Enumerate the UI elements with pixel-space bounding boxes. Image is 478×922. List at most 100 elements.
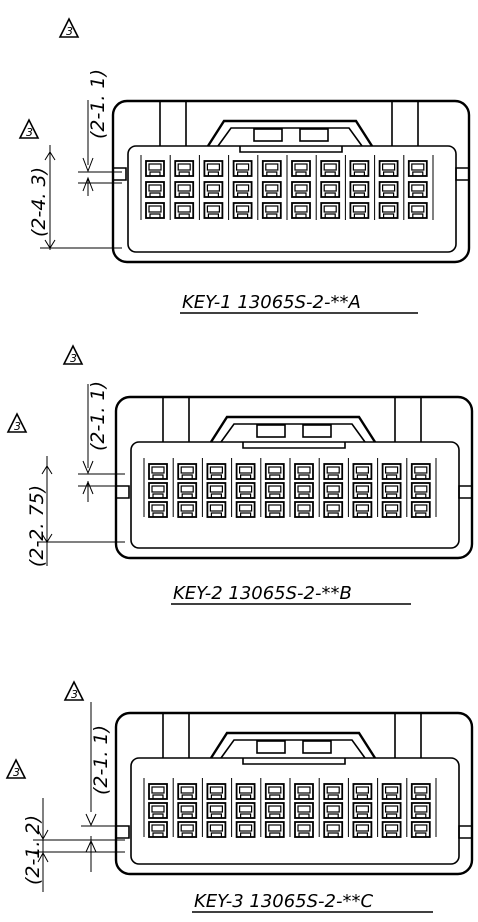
terminal-cavity — [264, 783, 285, 800]
terminal-cavity — [381, 482, 402, 499]
terminal-cavity — [294, 802, 314, 819]
terminal-cavity — [381, 821, 402, 838]
terminal-cavity — [148, 463, 168, 480]
terminal-cavity — [294, 783, 314, 800]
terminal-cavity — [294, 482, 314, 499]
latch-inner — [220, 423, 366, 443]
terminal-cavity — [264, 482, 285, 499]
housing-outline — [114, 711, 474, 876]
housing-inner — [127, 145, 457, 253]
terminal-cavity — [294, 821, 314, 838]
terminal-cavity — [410, 463, 431, 480]
terminal-cavity — [235, 783, 256, 800]
dimension-lower-text: (2-2. 75) — [26, 485, 48, 567]
terminal-cavity — [206, 501, 227, 518]
terminal-cavity — [291, 160, 311, 177]
terminal-cavity — [206, 783, 227, 800]
latch-window-right — [302, 424, 332, 438]
terminal-cavity — [203, 202, 224, 219]
left-notch — [113, 167, 127, 181]
left-rib — [159, 101, 187, 146]
key-label: KEY-1 13065S-2-**A — [182, 292, 361, 313]
connector-view-key-1: 3 3 (2-1. 1) (2-4. 3) KEY-1 13065S-2-**A — [18, 17, 471, 314]
terminal-cavity — [235, 802, 256, 819]
terminal-cavity — [148, 802, 168, 819]
terminal-cavity — [320, 160, 341, 177]
terminal-cavity — [261, 202, 282, 219]
terminal-cavity — [232, 202, 253, 219]
dimension-lower-text: (2-1. 2) — [22, 815, 44, 885]
terminal-cavity — [235, 821, 256, 838]
terminal-cavity — [323, 463, 344, 480]
terminal-cavity — [177, 802, 198, 819]
connector-view-key-2: 3 3 (2-1. 1) (2-2. 75) KEY-2 13065S-2-**… — [6, 344, 474, 605]
terminal-cavity — [378, 160, 399, 177]
terminal-cavity — [378, 181, 399, 198]
terminal-cavity — [410, 802, 431, 819]
latch-inner — [217, 127, 363, 147]
latch-outer — [209, 415, 377, 443]
dimension-upper-lines — [78, 384, 125, 502]
latch-base — [239, 146, 343, 153]
terminal-cavity-grid — [140, 155, 434, 220]
terminal-cavity — [352, 501, 373, 518]
terminal-cavity — [174, 160, 195, 177]
right-rib — [394, 713, 422, 758]
right-notch — [458, 485, 472, 499]
terminal-cavity — [174, 202, 195, 219]
terminal-cavity — [145, 160, 165, 177]
terminal-cavity — [264, 821, 285, 838]
terminal-cavity — [410, 821, 431, 838]
revision-triangle-lower: 3 — [6, 412, 28, 433]
revision-number: 3 — [13, 766, 20, 779]
terminal-cavity — [352, 463, 373, 480]
terminal-cavity — [381, 463, 402, 480]
terminal-cavity — [206, 482, 227, 499]
terminal-cavity — [349, 181, 370, 198]
terminal-cavity — [352, 783, 373, 800]
terminal-cavity — [349, 160, 370, 177]
connector-view-key-3: 3 3 (2-1. 1) (2-1. 2) KEY-3 13065S-2-**C — [5, 680, 474, 913]
terminal-cavity — [148, 783, 168, 800]
terminal-cavity — [410, 783, 431, 800]
latch-outer — [209, 731, 377, 759]
terminal-cavity — [264, 802, 285, 819]
terminal-cavity — [232, 160, 253, 177]
terminal-cavity-grid — [143, 778, 437, 838]
terminal-cavity — [264, 463, 285, 480]
terminal-cavity — [177, 821, 198, 838]
latch-window-right — [299, 128, 329, 142]
terminal-cavity — [323, 821, 344, 838]
terminal-cavity — [174, 181, 195, 198]
right-notch — [455, 167, 469, 181]
revision-number: 3 — [26, 126, 33, 139]
key-label: KEY-3 13065S-2-**C — [194, 891, 373, 912]
revision-triangle-lower: 3 — [5, 758, 27, 779]
terminal-cavity — [320, 202, 341, 219]
terminal-cavity — [294, 463, 314, 480]
dimension-upper-text: (2-1. 1) — [87, 381, 109, 451]
right-rib — [391, 101, 419, 146]
dimension-upper-lines — [78, 100, 122, 196]
terminal-cavity — [206, 821, 227, 838]
terminal-cavity — [352, 482, 373, 499]
terminal-cavity — [407, 181, 428, 198]
terminal-cavity — [378, 202, 399, 219]
left-notch — [116, 825, 130, 839]
dimension-lower-lines — [33, 798, 125, 892]
terminal-cavity — [148, 821, 168, 838]
terminal-cavity — [323, 802, 344, 819]
terminal-cavity — [203, 160, 224, 177]
housing-outline — [114, 395, 474, 560]
terminal-cavity — [349, 202, 370, 219]
housing-outline — [111, 99, 471, 264]
terminal-cavity — [206, 802, 227, 819]
terminal-cavity — [264, 501, 285, 518]
terminal-cavity — [235, 482, 256, 499]
terminal-cavity — [206, 463, 227, 480]
terminal-cavity — [291, 202, 311, 219]
latch-window-left — [253, 128, 283, 142]
dimension-lower-text: (2-4. 3) — [28, 167, 50, 237]
